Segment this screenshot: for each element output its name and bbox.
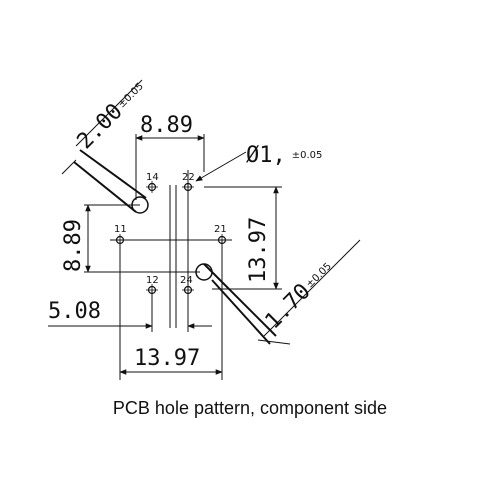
center-lines: [110, 170, 232, 330]
pin-label-22: 22: [182, 172, 195, 183]
bottom-width-dimension: 13.97: [119, 240, 223, 380]
right-height-dimension: 13.97: [204, 186, 282, 290]
caption: PCB hole pattern, component side: [112, 398, 388, 418]
small-holes: [114, 181, 228, 296]
pin-label-11: 11: [114, 224, 127, 235]
hole-12: [146, 284, 158, 296]
bottom-offset-label: 5.08: [48, 299, 101, 324]
bottom-offset-dimension: 5.08: [48, 290, 212, 332]
hole-11: [114, 234, 126, 246]
hole-22: [182, 181, 194, 193]
pin-label-24: 24: [180, 275, 193, 286]
hole-14: [146, 181, 158, 193]
hole-24: [182, 284, 194, 296]
top-pitch-label: 8.89: [140, 113, 193, 138]
top-pitch-dimension: 8.89: [135, 113, 205, 200]
small-hole-callout: Ø1,±0.05: [195, 143, 322, 182]
pin-label-14: 14: [146, 172, 159, 183]
left-pitch-dimension: 8.89: [61, 204, 200, 273]
small-hole-callout-label: Ø1,±0.05: [246, 143, 322, 168]
pin-label-21: 21: [214, 224, 227, 235]
big-hole-b-label: 1.70±0.05: [261, 256, 339, 334]
right-height-label: 13.97: [246, 217, 271, 283]
left-pitch-label: 8.89: [61, 219, 86, 272]
large-hole-lower: 1.70±0.05: [195, 239, 361, 345]
hole-21: [216, 234, 228, 246]
bottom-width-label: 13.97: [134, 346, 200, 371]
pin-label-12: 12: [146, 275, 159, 286]
large-hole-upper: 2.00±0.05: [61, 79, 149, 214]
pin-labels: 14 22 11 21 12 24: [114, 172, 227, 286]
